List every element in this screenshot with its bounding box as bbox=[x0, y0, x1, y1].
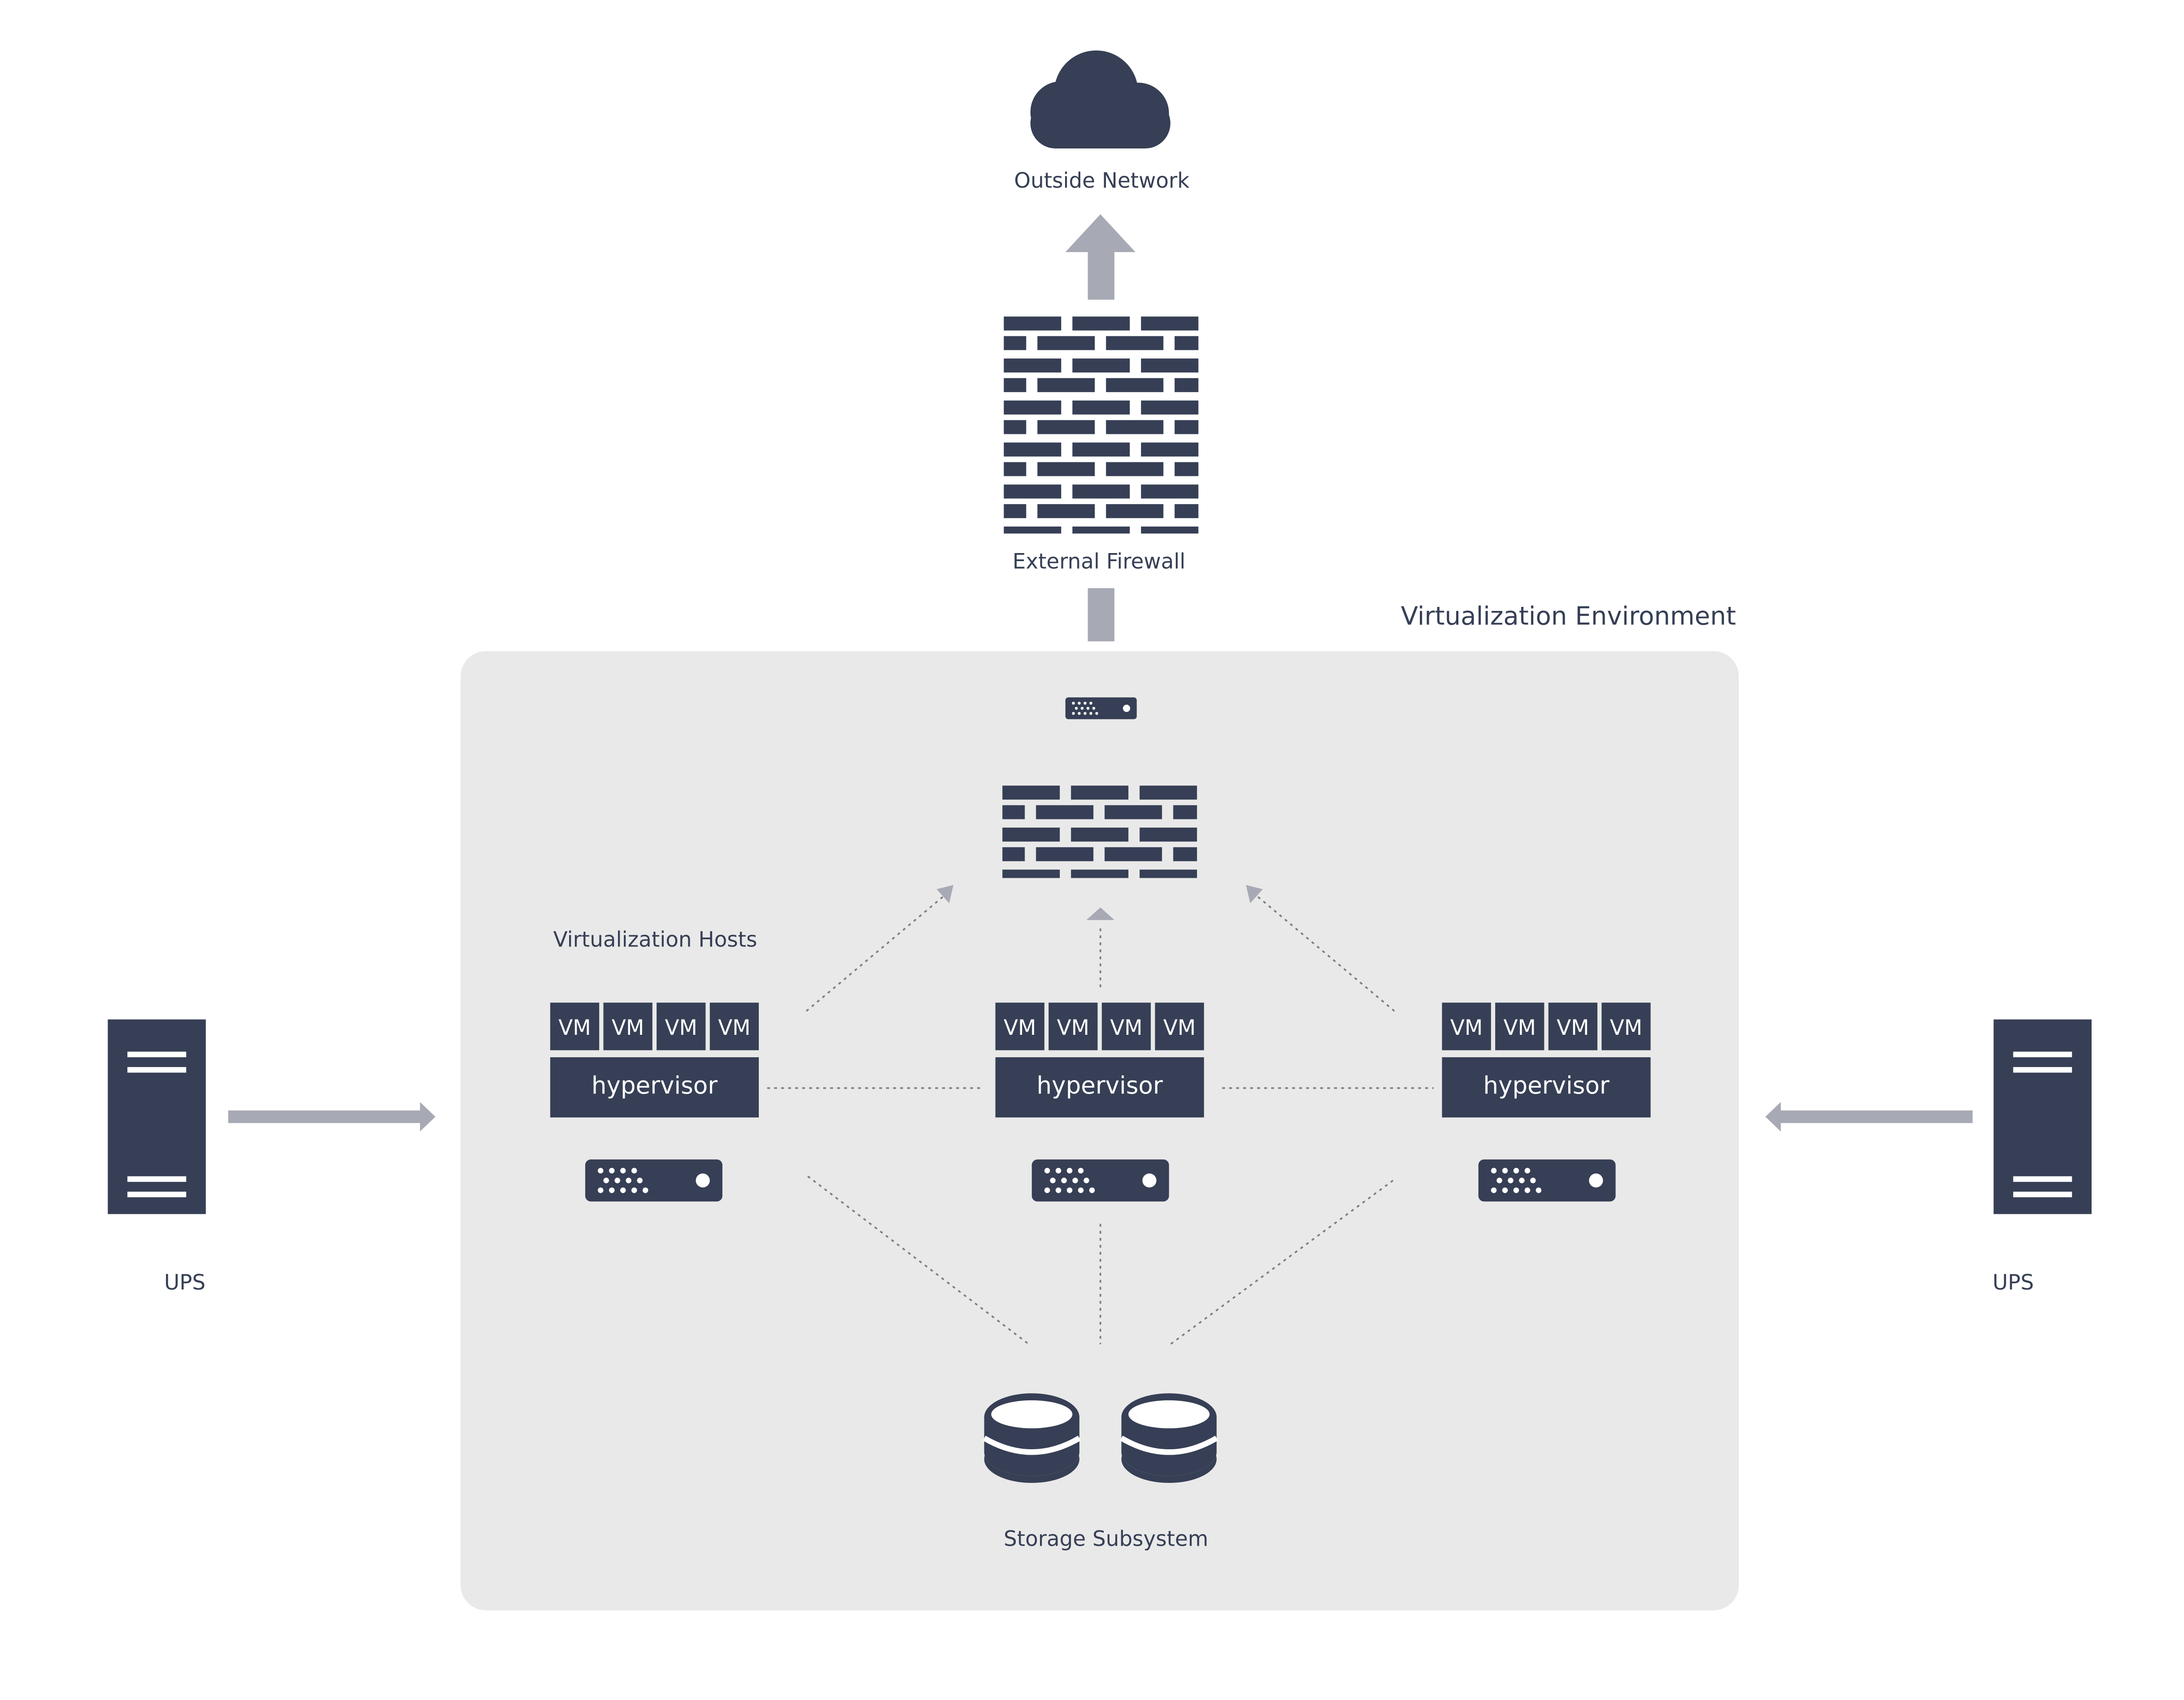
internal-firewall-icon bbox=[1002, 785, 1197, 878]
host-3: VM VM VM VM hypervisor bbox=[1442, 1003, 1651, 1202]
external-firewall-label: External Firewall bbox=[1013, 550, 1186, 574]
host-to-firewall-links bbox=[805, 895, 1395, 1012]
ups-right-icon bbox=[1993, 1019, 2092, 1214]
virtualization-environment-label: Virtualization Environment bbox=[1401, 602, 1736, 631]
vm-label: VM bbox=[1450, 1016, 1483, 1040]
vm-label: VM bbox=[558, 1016, 591, 1040]
vm-label: VM bbox=[1110, 1016, 1142, 1040]
vm-label: VM bbox=[718, 1016, 750, 1040]
core-switch-icon bbox=[1065, 697, 1137, 719]
database-icon bbox=[1122, 1393, 1217, 1483]
hypervisor-label: hypervisor bbox=[1483, 1072, 1609, 1099]
virtualization-environment-panel bbox=[461, 651, 1739, 1611]
ups-left-arrow bbox=[228, 1102, 435, 1132]
host-1: VM VM VM VM hypervisor bbox=[550, 1003, 759, 1202]
vm-label: VM bbox=[1503, 1016, 1536, 1040]
vm-label: VM bbox=[612, 1016, 644, 1040]
vm-label: VM bbox=[1610, 1016, 1642, 1040]
ups-left-label: UPS bbox=[164, 1271, 205, 1295]
hypervisor-label: hypervisor bbox=[592, 1072, 718, 1099]
cloud-icon bbox=[1030, 50, 1170, 148]
hypervisor-box bbox=[1442, 1057, 1651, 1118]
hypervisor-box bbox=[550, 1057, 759, 1118]
vm-label: VM bbox=[1163, 1016, 1196, 1040]
virtualization-hosts-label: Virtualization Hosts bbox=[553, 928, 757, 952]
vm-label: VM bbox=[1557, 1016, 1589, 1040]
host-switch-icon bbox=[585, 1159, 722, 1202]
hypervisor-label: hypervisor bbox=[1037, 1072, 1163, 1099]
host-2: VM VM VM VM hypervisor bbox=[995, 1003, 1204, 1202]
vm-label: VM bbox=[1057, 1016, 1089, 1040]
ups-left-icon bbox=[108, 1019, 206, 1214]
storage-subsystem-label: Storage Subsystem bbox=[1004, 1527, 1208, 1552]
host-to-storage-links bbox=[807, 1175, 1394, 1345]
outside-network-label: Outside Network bbox=[1014, 169, 1189, 193]
hypervisor-box bbox=[995, 1057, 1204, 1118]
host-switch-icon bbox=[1478, 1159, 1616, 1202]
uplink-arrow bbox=[1065, 214, 1136, 300]
link-arrowheads bbox=[936, 885, 1263, 920]
ups-right-label: UPS bbox=[1993, 1271, 2034, 1295]
vm-label: VM bbox=[665, 1016, 697, 1040]
firewall-connector bbox=[1088, 588, 1114, 641]
host-switch-icon bbox=[1031, 1159, 1169, 1202]
database-icon bbox=[984, 1393, 1079, 1483]
ups-right-arrow bbox=[1765, 1102, 1973, 1132]
firewall-icon bbox=[1004, 316, 1199, 534]
vm-label: VM bbox=[1004, 1016, 1036, 1040]
